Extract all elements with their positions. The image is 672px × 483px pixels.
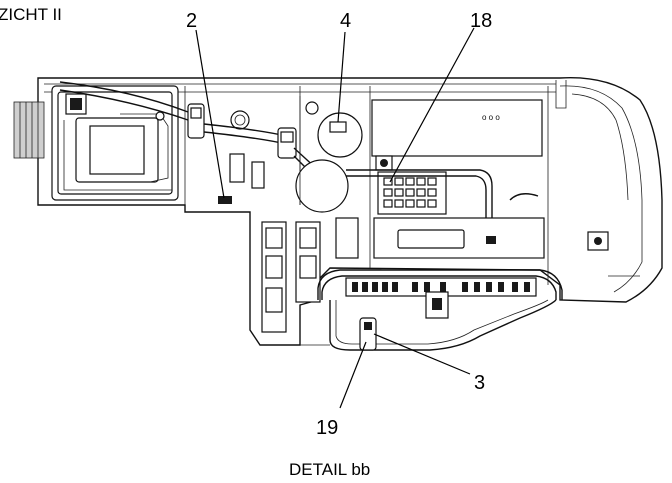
svg-text:o o o: o o o [482,113,500,122]
leader-lines [195,27,475,409]
detail-caption: DETAIL bb [289,460,370,479]
lower-hatch [300,269,563,351]
leader-19 [339,341,367,409]
view-title: ZICHT II [0,5,62,24]
leader-2 [195,29,225,199]
callout-4: 4 [340,10,351,32]
leader-18 [389,27,475,183]
callout-18: 18 [470,10,492,32]
leader-3 [373,333,471,375]
leader-4 [337,31,346,123]
lower-left-structure [261,217,359,333]
callout-3: 3 [474,372,485,394]
terminal-grid [383,177,437,208]
callout-2: 2 [186,10,197,32]
callout-19: 19 [316,417,338,439]
left-cabin [13,85,179,201]
electrical-panel: o o o [346,99,545,259]
hatch-connector-row [352,282,530,292]
